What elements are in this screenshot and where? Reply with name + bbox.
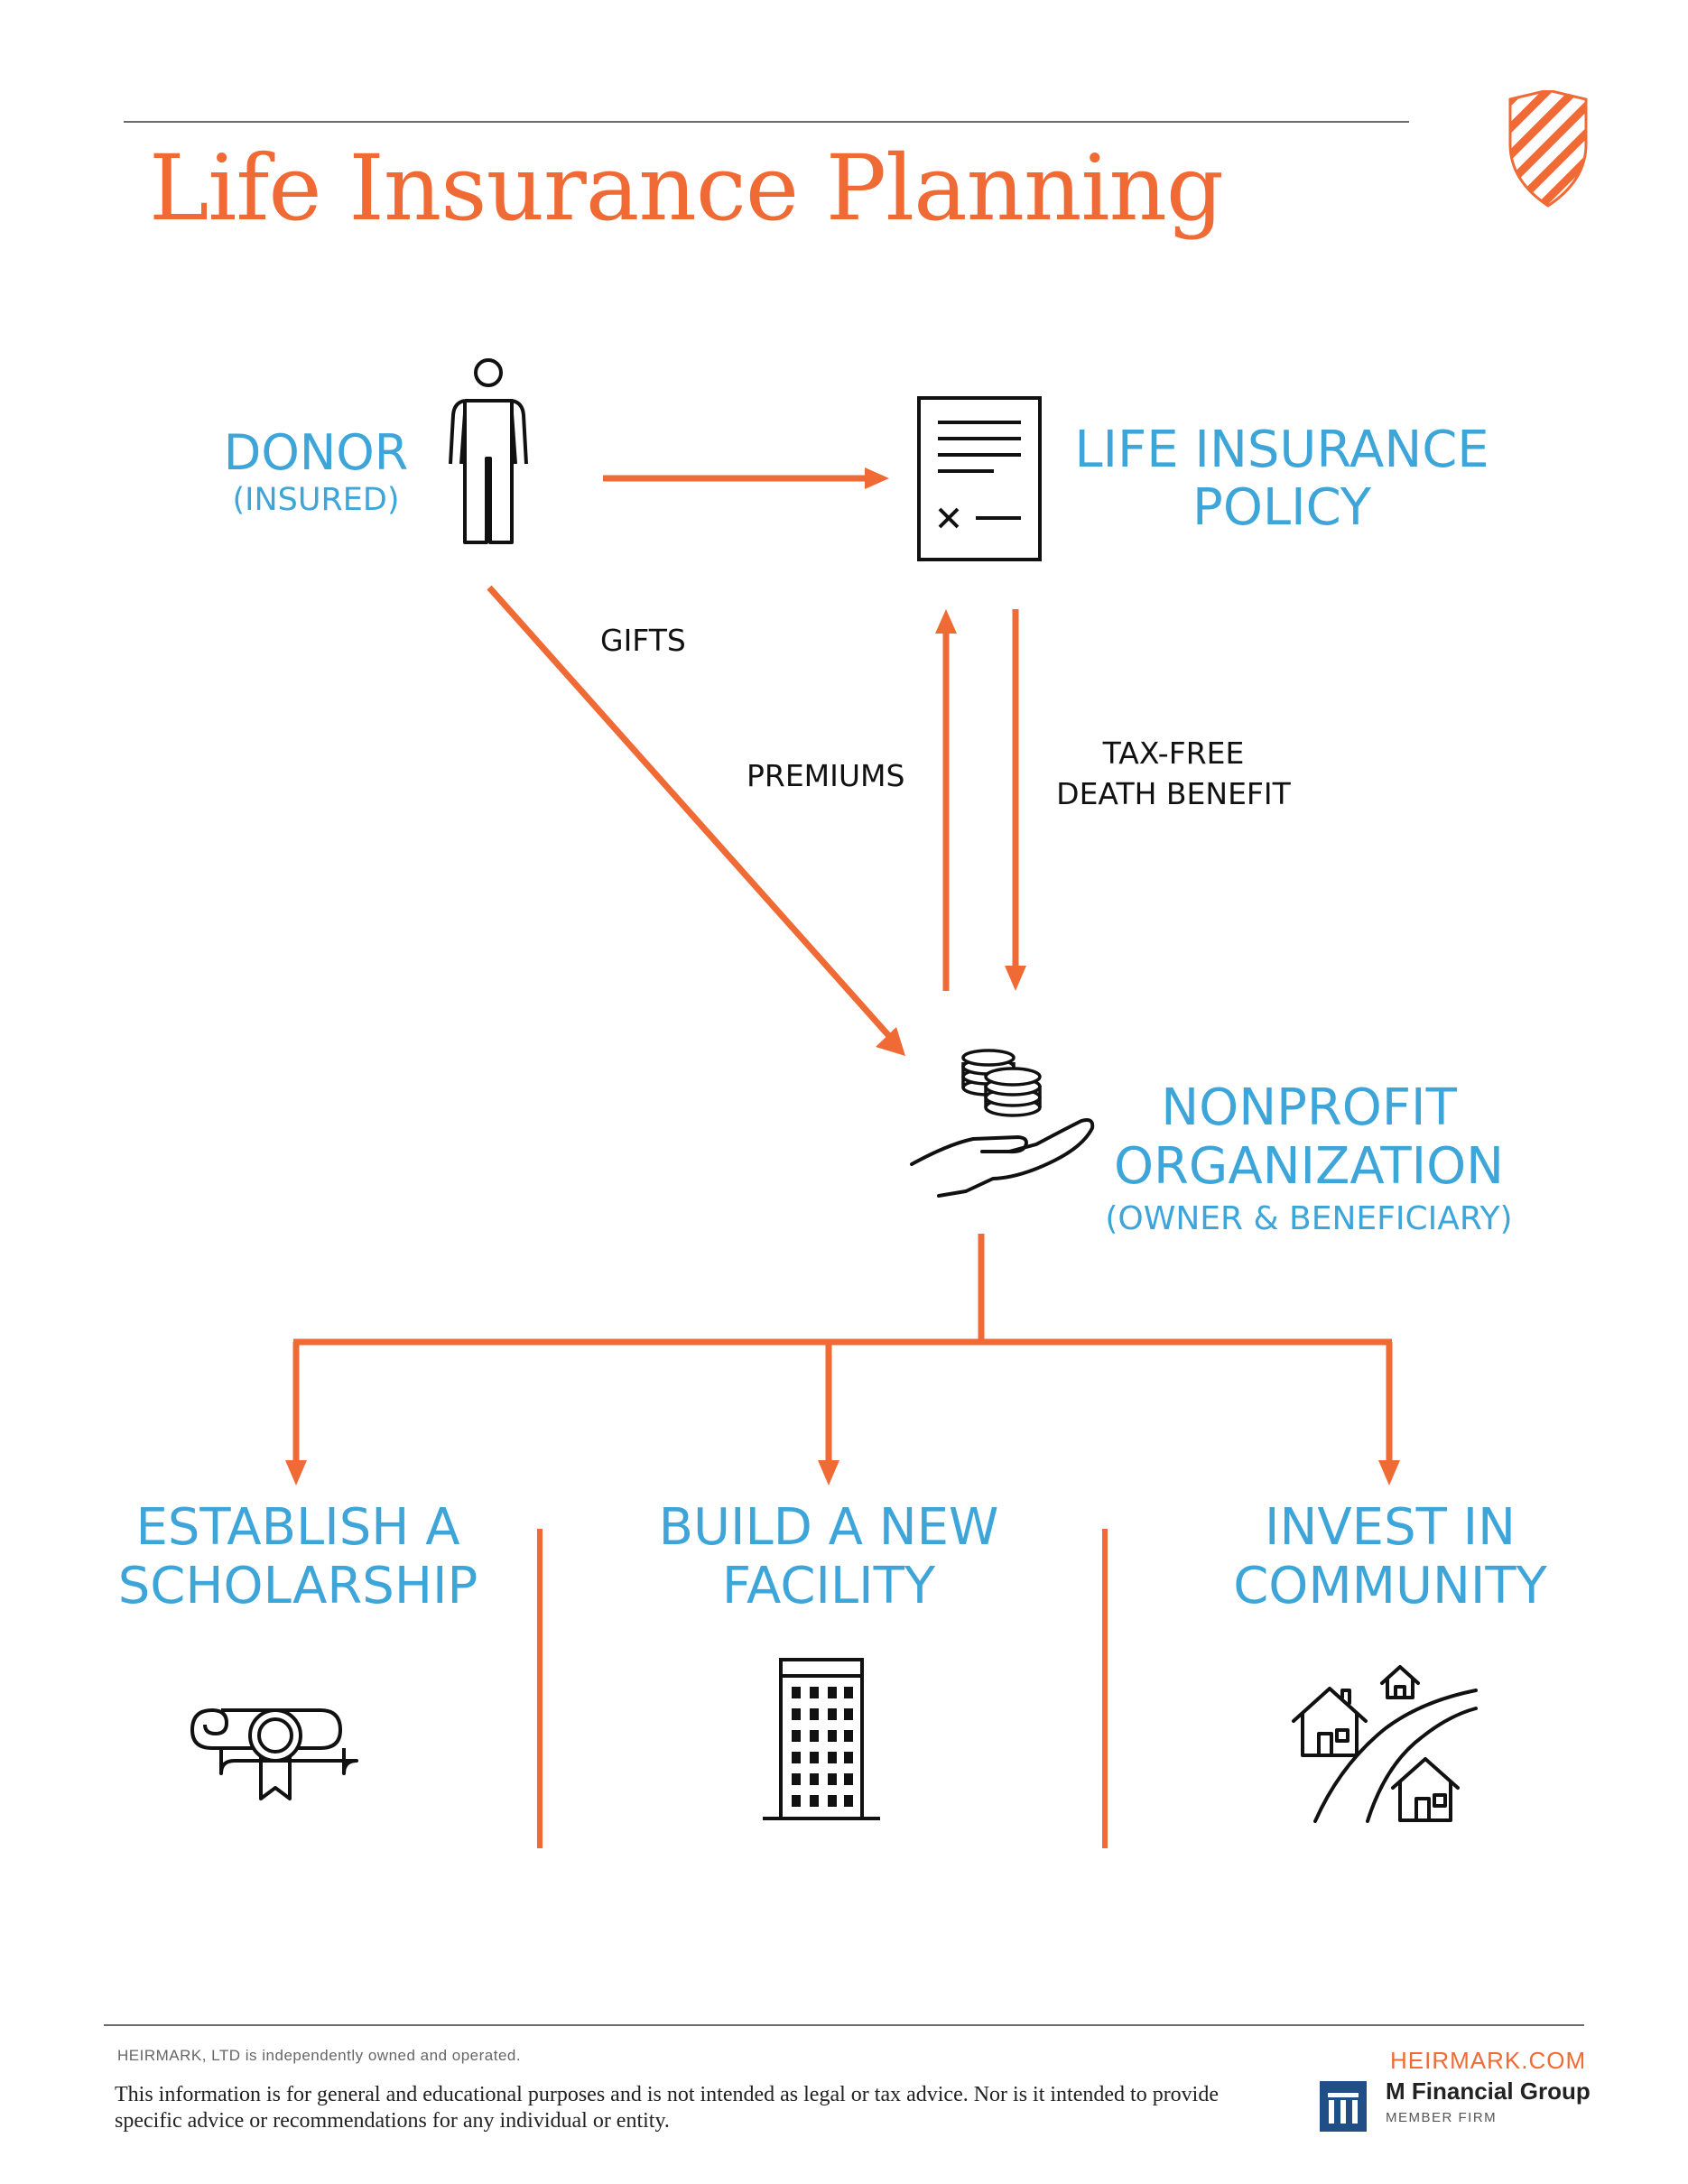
premiums-label: PREMIUMS bbox=[747, 758, 905, 793]
diploma-icon bbox=[190, 1708, 358, 1800]
policy-title-line1: LIFE INSURANCE bbox=[1074, 421, 1489, 479]
nonprofit-title-line1: NONPROFIT bbox=[1161, 1078, 1457, 1137]
outcome-facility-line1: BUILD A NEW bbox=[658, 1498, 999, 1557]
nonprofit-title-line2: ORGANIZATION bbox=[1113, 1137, 1505, 1196]
heirmark-logo bbox=[1508, 90, 1588, 208]
donor-title: DONOR bbox=[223, 424, 409, 481]
gifts-arrow bbox=[487, 585, 892, 1039]
building-icon bbox=[763, 1658, 880, 1820]
outcome-community-line1: INVEST IN bbox=[1264, 1498, 1516, 1557]
policy-document-icon bbox=[917, 396, 1042, 561]
person-icon bbox=[449, 358, 528, 544]
website-link[interactable]: HEIRMARK.COM bbox=[1390, 2047, 1587, 2074]
disclaimer: This information is for general and educ… bbox=[115, 2083, 1220, 2133]
outcome-community-line2: COMMUNITY bbox=[1233, 1557, 1547, 1615]
partner-subtitle: MEMBER FIRM bbox=[1386, 2110, 1498, 2125]
donor-subtitle: (INSURED) bbox=[232, 482, 400, 518]
outcome-scholarship-line2: SCHOLARSHIP bbox=[117, 1557, 478, 1615]
m-logo-mark-icon bbox=[1328, 2093, 1359, 2124]
policy-title-line2: POLICY bbox=[1192, 478, 1371, 537]
nonprofit-subtitle: (OWNER & BENEFICIARY) bbox=[1105, 1200, 1513, 1237]
hand-coins-icon bbox=[910, 1049, 1095, 1198]
footer-divider bbox=[104, 2024, 1584, 2026]
outcome-scholarship-line1: ESTABLISH A bbox=[135, 1498, 460, 1557]
houses-icon bbox=[1292, 1665, 1478, 1823]
ownership-note: HEIRMARK, LTD is independently owned and… bbox=[117, 2047, 522, 2064]
m-financial-logo bbox=[1320, 2081, 1367, 2132]
death-benefit-label-line2: DEATH BENEFIT bbox=[1056, 776, 1291, 811]
outcome-facility-line2: FACILITY bbox=[721, 1557, 936, 1615]
top-divider bbox=[124, 121, 1409, 123]
page-title: Life Insurance Planning bbox=[149, 135, 1224, 241]
gifts-label: GIFTS bbox=[600, 623, 686, 658]
partner-name: M Financial Group bbox=[1386, 2078, 1591, 2105]
death-benefit-label-line1: TAX-FREE bbox=[1102, 736, 1245, 771]
